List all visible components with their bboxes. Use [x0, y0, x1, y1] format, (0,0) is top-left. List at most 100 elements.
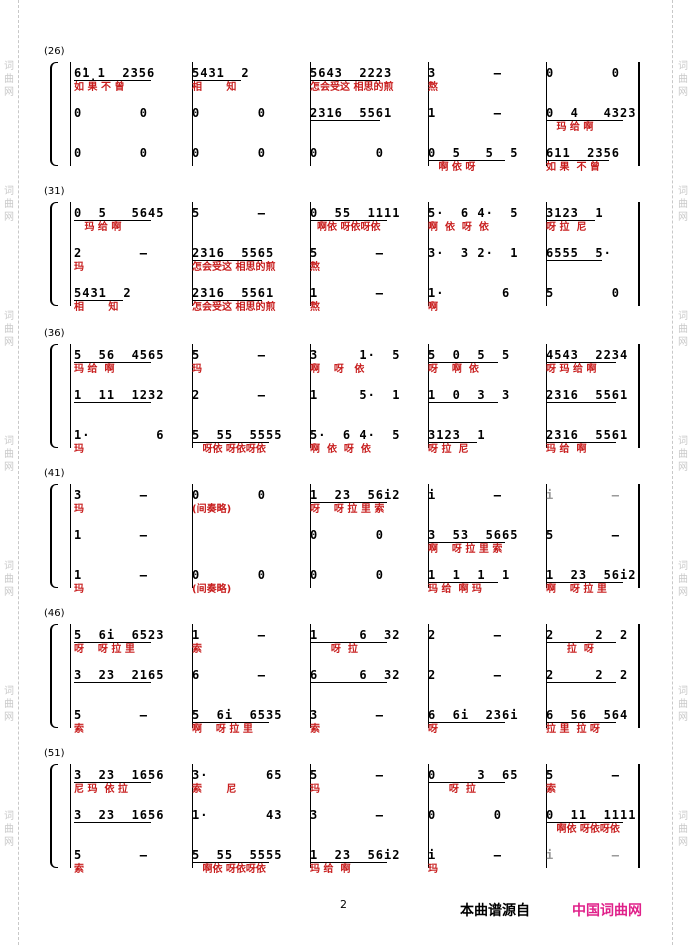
measure: 5 –索	[74, 706, 186, 735]
notation-text: 2 –	[428, 628, 503, 642]
lyric-text: 玛 给 啊	[310, 864, 351, 875]
measure: 3· 3 2· 1	[428, 244, 540, 266]
notation-text: 0 0	[192, 106, 267, 120]
barline	[192, 484, 193, 588]
measure: 3 – 玛	[74, 486, 186, 515]
lyric-text: 玛	[74, 504, 84, 515]
system-brace	[50, 484, 58, 588]
beam-underline	[192, 722, 269, 723]
system-line	[70, 344, 71, 448]
notation-text: 6 6 32	[310, 668, 401, 682]
notation-text: 1· 6	[74, 428, 165, 442]
beam-underline	[546, 642, 616, 643]
notation-text: 0 0	[428, 808, 503, 822]
system-brace	[50, 62, 58, 166]
measure: 1 0 3 3	[428, 386, 540, 408]
beam-underline	[310, 220, 387, 221]
beam-underline	[546, 160, 609, 161]
beam-underline	[310, 682, 387, 683]
beam-underline	[546, 120, 623, 121]
measure: 0 0	[310, 144, 422, 166]
barline	[546, 624, 547, 728]
measure: 1 –	[428, 104, 540, 126]
notation-text: 2316 5561	[546, 388, 629, 402]
notation-text: 0 55 1111	[310, 206, 401, 220]
notation-text: 5 –	[310, 246, 385, 260]
lyric-text: 呀	[428, 724, 438, 735]
beam-underline	[428, 782, 505, 783]
notation-text: 2 2 2	[546, 668, 629, 682]
footer-site-name[interactable]: 中国词曲网	[572, 903, 642, 919]
lyric-text: 索	[74, 724, 84, 735]
barline	[310, 484, 311, 588]
lyric-text: 熬	[310, 302, 320, 313]
notation-text: 3 1· 5	[310, 348, 401, 362]
notation-text: 2316 5561	[546, 428, 629, 442]
lyric-text: 玛	[74, 584, 84, 595]
barline	[546, 484, 547, 588]
beam-underline	[192, 80, 241, 81]
notation-text: 0 0	[310, 146, 385, 160]
notation-text: 3· 65	[192, 768, 283, 782]
lyric-text: 索	[310, 724, 320, 735]
notation-text: 3 23 1656	[74, 768, 165, 782]
notation-text: 5 6i 6523	[74, 628, 165, 642]
measure: 3 –熬	[428, 64, 540, 93]
measure	[192, 526, 304, 548]
watermark-text: 词曲网	[4, 61, 14, 98]
notation-text: 1 23 56i2	[546, 568, 637, 582]
barline	[310, 202, 311, 306]
notation-text: 2 2 2	[546, 628, 629, 642]
measure: 1 6 32 呀 拉	[310, 626, 422, 655]
notation-text: 3 –	[74, 488, 149, 502]
lyric-text: 熬	[428, 82, 438, 93]
system-line	[70, 202, 71, 306]
lyric-text: 呀 玛 给 啊	[546, 364, 597, 375]
lyric-text: 玛	[74, 444, 84, 455]
notation-text: 5 –	[546, 528, 621, 542]
lyric-text: 怎会受这 相思的煎	[310, 82, 394, 93]
barline	[638, 62, 640, 166]
barline	[310, 344, 311, 448]
measure: 0 0	[74, 144, 186, 166]
barline	[192, 202, 193, 306]
watermark-text: 词曲网	[4, 186, 14, 223]
notation-text: 5 56 4565	[74, 348, 165, 362]
measure: i –玛	[428, 846, 540, 875]
lyric-text: 啊	[428, 302, 438, 313]
lyric-text: 玛 给 啊	[546, 122, 594, 133]
lyric-text: 啊 依 呀 依	[310, 444, 371, 455]
watermark-text: 词曲网	[4, 436, 14, 473]
watermark-text: 词曲网	[678, 186, 688, 223]
measure: 3 –	[310, 806, 422, 828]
lyric-text: 玛	[192, 364, 202, 375]
measure: 0 0	[546, 64, 658, 86]
measure-number: (36)	[44, 328, 65, 339]
notation-text: 1 –	[74, 568, 149, 582]
measure: 5 –玛	[192, 346, 304, 375]
notation-text: 5 –	[310, 768, 385, 782]
barline	[546, 344, 547, 448]
notation-text: 6̇1̣1 2356	[74, 66, 156, 80]
beam-underline	[310, 80, 380, 81]
notation-text: 1 23 56i2	[310, 488, 401, 502]
notation-text: 3 –	[310, 808, 385, 822]
